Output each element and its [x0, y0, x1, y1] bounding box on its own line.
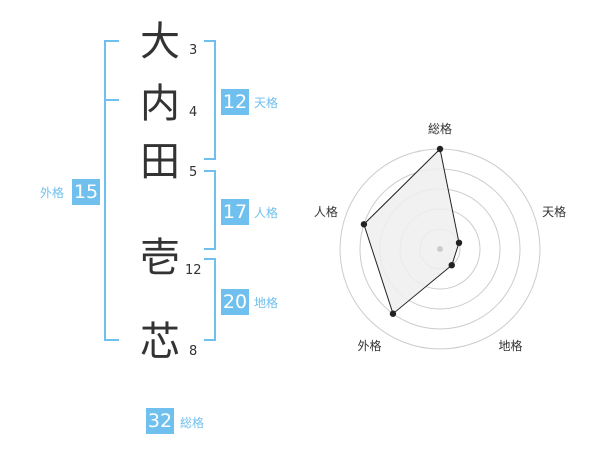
tenkaku-label: 天格 [254, 96, 279, 110]
radar-center [437, 246, 443, 252]
tenkaku-value: 12 [221, 89, 249, 115]
soukaku-value: 32 [146, 408, 174, 434]
soukaku-label: 総格 [180, 416, 205, 430]
stroke-count-5: 8 [189, 344, 198, 359]
jinkaku-label: 人格 [254, 206, 279, 220]
gaikaku-value: 15 [72, 179, 100, 205]
name-char-1: 大 [140, 19, 180, 65]
radar-axis-label-5: 人格 [314, 204, 338, 219]
radar-axis-label-4: 外格 [357, 338, 381, 353]
chikaku-value: 20 [221, 289, 249, 315]
name-char-2: 内 [140, 81, 180, 127]
name-char-3: 田 [140, 139, 180, 185]
stroke-count-4: 12 [185, 263, 202, 278]
stroke-count-1: 3 [189, 43, 198, 58]
radar-point-3 [448, 261, 455, 269]
radar-point-2 [455, 239, 463, 247]
radar-axis-label-3: 地格 [498, 338, 522, 353]
radar-point-4 [389, 310, 397, 317]
stroke-count-2: 4 [189, 105, 198, 120]
radar-axis-label-1: 総格 [428, 121, 452, 136]
radar-axis-label-2: 天格 [542, 204, 566, 219]
stroke-count-3: 5 [189, 165, 198, 180]
jinkaku-value: 17 [221, 199, 249, 225]
gaikaku-label: 外格 [40, 186, 65, 200]
radar-area [363, 147, 460, 315]
radar-point-5 [360, 221, 368, 228]
name-char-5: 芯 [140, 319, 180, 365]
chikaku-label: 地格 [254, 296, 279, 310]
radar-point-1 [436, 145, 444, 153]
name-char-4: 壱 [140, 235, 180, 281]
